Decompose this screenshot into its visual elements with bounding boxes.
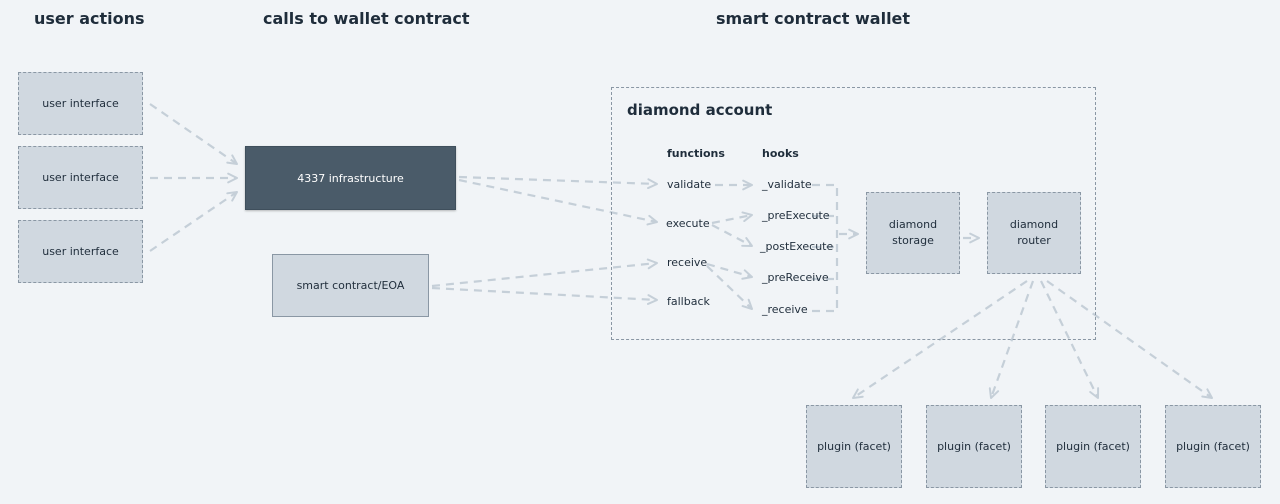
hook-validate: _validate xyxy=(762,178,812,191)
diamond-storage-label-line1: diamond xyxy=(888,218,938,231)
user-interface-box: user interface xyxy=(18,146,143,209)
function-validate: validate xyxy=(667,178,712,191)
plugin-facet-box: plugin (facet) xyxy=(806,405,902,488)
hook-pre-receive: _preReceive xyxy=(762,271,829,284)
arrow-ui3-to-infra xyxy=(149,191,238,252)
hooks-header: hooks xyxy=(762,147,799,160)
diamond-account-frame xyxy=(611,87,1096,340)
section-title-wallet: smart contract wallet xyxy=(716,9,911,28)
section-title-user-actions: user actions xyxy=(34,9,145,28)
function-fallback: fallback xyxy=(667,295,710,308)
hook-pre-execute: _preExecute xyxy=(762,209,830,222)
arrow-infra-to-execute xyxy=(458,178,658,226)
hook-post-execute: _postExecute xyxy=(760,240,834,253)
user-interface-label: user interface xyxy=(42,245,119,258)
diamond-router-label-line1: diamond xyxy=(1009,218,1059,231)
function-receive: receive xyxy=(667,256,708,269)
arrow-infra-to-validate xyxy=(458,175,658,190)
diamond-router-box: diamond router xyxy=(987,192,1081,274)
user-interface-box: user interface xyxy=(18,220,143,283)
arrow-receive-to-receive-hook xyxy=(706,265,753,310)
plugin-facet-box: plugin (facet) xyxy=(926,405,1022,488)
arrow-execute-to-preexecute xyxy=(711,211,753,225)
plugin-facet-box: plugin (facet) xyxy=(1165,405,1261,488)
plugin-facet-box: plugin (facet) xyxy=(1045,405,1141,488)
smart-contract-eoa-box: smart contract/EOA xyxy=(272,254,429,317)
user-interface-box: user interface xyxy=(18,72,143,135)
arrow-execute-to-postexecute xyxy=(711,224,753,247)
hook-receive: _receive xyxy=(762,303,808,316)
function-execute: execute xyxy=(666,217,710,230)
arrow-scw-to-receive xyxy=(431,258,658,288)
arrow-router-to-plugin-4 xyxy=(1046,280,1213,399)
diamond-router-label-line2: router xyxy=(1017,234,1051,247)
user-interface-label: user interface xyxy=(42,171,119,184)
arrow-ui1-to-infra xyxy=(149,103,238,165)
arrow-router-to-plugin-3 xyxy=(1040,280,1100,399)
diamond-storage-label-line2: storage xyxy=(892,234,934,247)
diamond-storage-box: diamond storage xyxy=(866,192,960,274)
diamond-account-title: diamond account xyxy=(627,101,773,119)
plugin-facet-label: plugin (facet) xyxy=(817,440,891,453)
smart-contract-eoa-label: smart contract/EOA xyxy=(296,279,405,292)
plugin-facet-label: plugin (facet) xyxy=(1176,440,1250,453)
hooks-bracket xyxy=(812,183,839,313)
infrastructure-label: 4337 infrastructure xyxy=(297,171,404,185)
infrastructure-box: 4337 infrastructure xyxy=(245,146,456,210)
arrow-receive-to-prereceive xyxy=(706,262,753,280)
functions-header: functions xyxy=(667,147,725,160)
section-title-calls: calls to wallet contract xyxy=(263,9,470,28)
plugin-facet-label: plugin (facet) xyxy=(937,440,1011,453)
plugin-facet-label: plugin (facet) xyxy=(1056,440,1130,453)
arrow-scw-to-fallback xyxy=(431,286,658,305)
user-interface-label: user interface xyxy=(42,97,119,110)
